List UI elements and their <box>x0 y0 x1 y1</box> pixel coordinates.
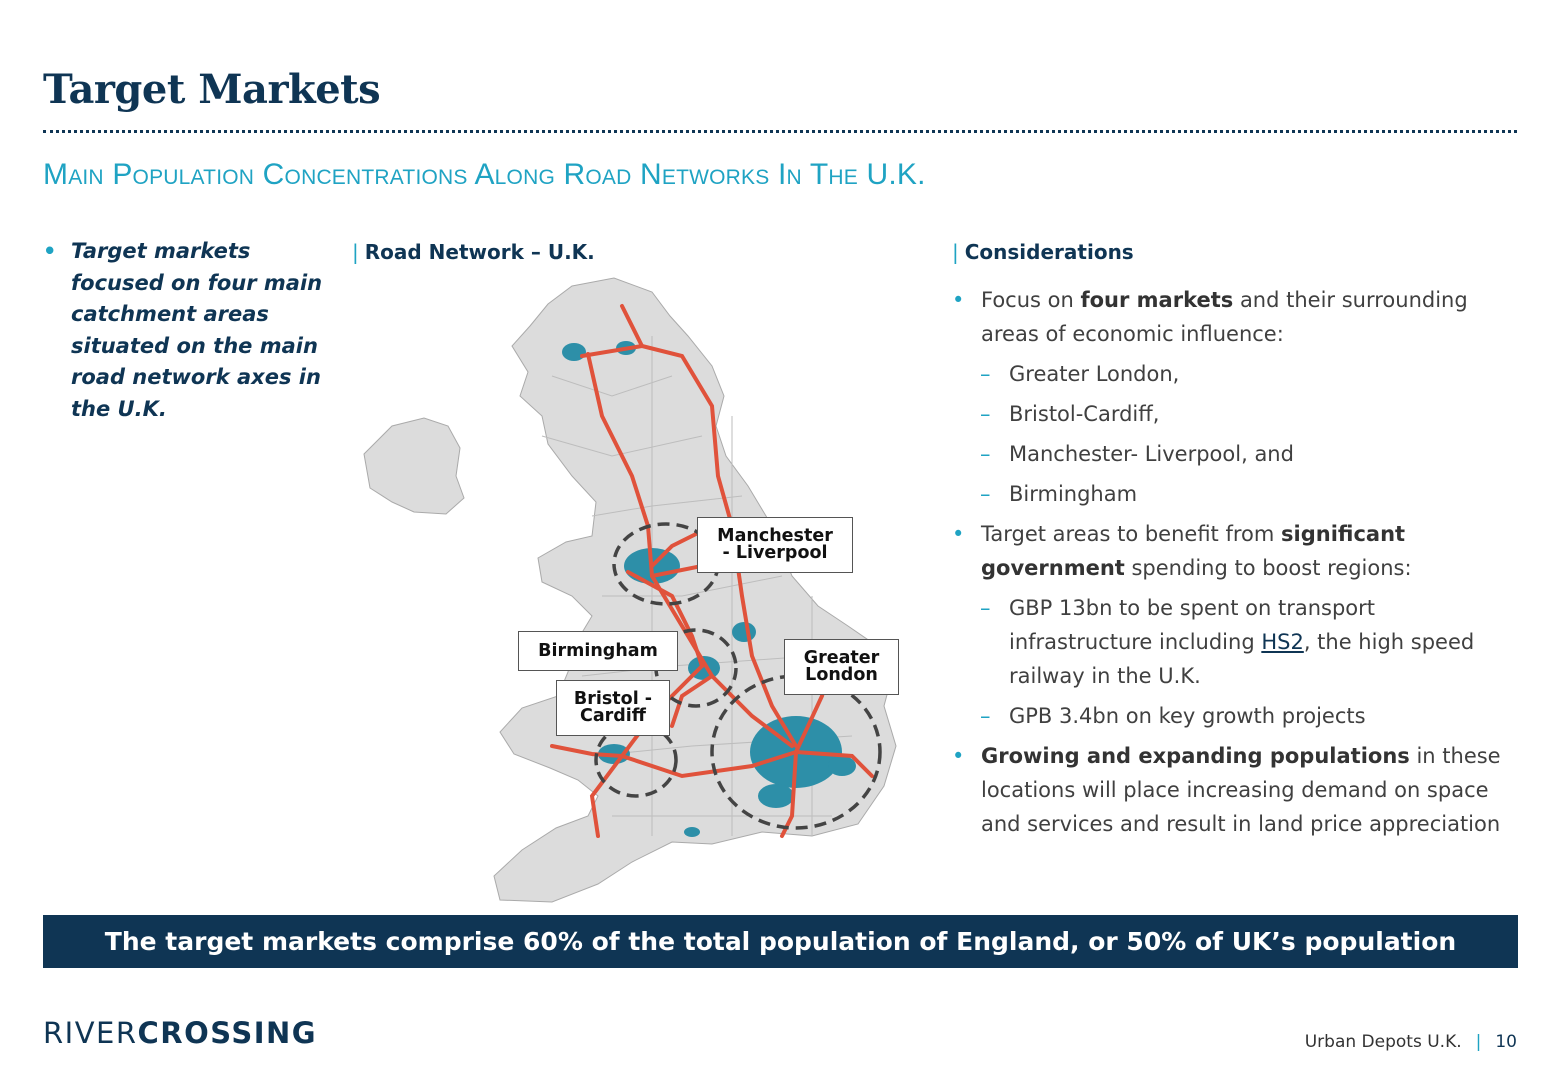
uk-map-graphic <box>363 277 897 903</box>
consideration-subitem: –Bristol-Cardiff, <box>952 397 1522 431</box>
page-title: Target Markets <box>43 66 381 113</box>
consideration-item: • Target areas to benefit from significa… <box>952 517 1522 585</box>
consideration-text: Focus on four markets and their surround… <box>981 288 1468 346</box>
bullet-icon: • <box>952 744 965 768</box>
considerations-heading: |Considerations <box>952 240 1134 264</box>
label-greater-london: Greater London <box>784 639 899 695</box>
left-note: • Target markets focused on four main ca… <box>43 236 333 426</box>
bullet-icon: • <box>952 522 965 546</box>
dash-icon: – <box>980 482 991 506</box>
consideration-subitem: – GBP 13bn to be spent on transport infr… <box>952 591 1522 693</box>
consideration-subitem: –Birmingham <box>952 477 1522 511</box>
bullet-icon: • <box>952 288 965 312</box>
dash-icon: – <box>980 362 991 386</box>
hs2-link[interactable]: HS2 <box>1261 630 1304 654</box>
consideration-item: • Growing and expanding populations in t… <box>952 739 1522 841</box>
consideration-subitem: –Greater London, <box>952 357 1522 391</box>
bullet-icon: • <box>43 239 57 263</box>
title-divider <box>43 130 1517 133</box>
dash-icon: – <box>980 596 991 620</box>
great-britain-landmass <box>493 277 897 903</box>
consideration-text: Target areas to benefit from significant… <box>981 522 1412 580</box>
summary-banner: The target markets comprise 60% of the t… <box>43 915 1518 968</box>
heading-bar-icon: | <box>352 240 359 264</box>
footer-separator: | <box>1475 1032 1482 1052</box>
label-birmingham: Birmingham <box>518 631 678 671</box>
considerations-heading-text: Considerations <box>964 240 1134 264</box>
considerations-list: • Focus on four markets and their surrou… <box>952 283 1522 847</box>
northern-ireland-landmass <box>363 417 465 515</box>
consideration-item: • Focus on four markets and their surrou… <box>952 283 1522 351</box>
page-footer: Urban Depots U.K. | 10 <box>1305 1032 1517 1052</box>
page-subtitle: Main Population Concentrations Along Roa… <box>43 158 926 191</box>
map-heading: |Road Network – U.K. <box>352 240 595 264</box>
heading-bar-icon: | <box>952 240 959 264</box>
consideration-subitem: –Manchester- Liverpool, and <box>952 437 1522 471</box>
label-manchester-liverpool: Manchester - Liverpool <box>697 517 853 573</box>
label-bristol-cardiff: Bristol - Cardiff <box>556 680 670 736</box>
map-heading-text: Road Network – U.K. <box>364 240 595 264</box>
uk-road-map <box>352 276 912 906</box>
left-note-text: Target markets focused on four main catc… <box>71 239 323 421</box>
london-catchment-circle <box>710 674 882 830</box>
consideration-subitem: –GPB 3.4bn on key growth projects <box>952 699 1522 733</box>
dash-icon: – <box>980 442 991 466</box>
dash-icon: – <box>980 402 991 426</box>
consideration-text: Growing and expanding populations in the… <box>981 744 1501 836</box>
dash-icon: – <box>980 704 991 728</box>
company-logo: RIVERCROSSING <box>43 1016 318 1050</box>
document-name: Urban Depots U.K. <box>1304 1032 1462 1052</box>
page-number: 10 <box>1495 1032 1517 1052</box>
